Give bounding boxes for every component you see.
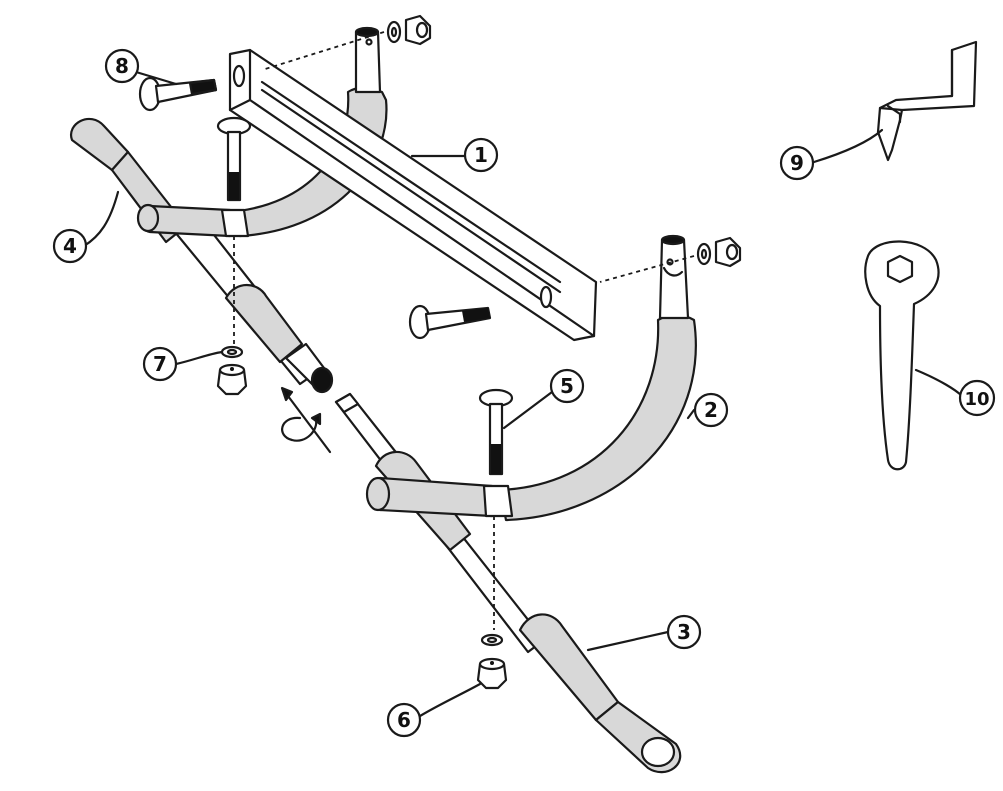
svg-text:8: 8 [115,54,129,78]
part-10-hex-wrench [864,240,940,471]
svg-text:4: 4 [63,234,77,258]
part-9-door-hook [876,40,978,162]
part-7-washer-nut [216,345,248,396]
part-4-left-bar [69,117,334,394]
callout-9: 9 [779,128,884,181]
callout-2: 2 [686,392,729,428]
callout-8: 8 [104,48,178,86]
svg-text:9: 9 [790,151,804,175]
svg-text:1: 1 [474,143,488,167]
svg-text:2: 2 [704,398,718,422]
callout-1: 1 [410,137,499,173]
guide-line-right-top [599,255,695,283]
callout-3: 3 [586,614,702,652]
part-1-mounting-bracket [228,48,598,342]
svg-text:5: 5 [560,374,574,398]
washer-nut-top-left [386,14,432,46]
callout-7: 7 [142,346,224,382]
callout-10: 10 [914,368,996,417]
callout-4: 4 [52,190,120,264]
svg-text:10: 10 [964,389,989,410]
bracket-bolt-lower [408,304,492,340]
part-8-carriage-bolt [138,76,218,112]
part-6-washer-nut [476,633,508,690]
svg-text:6: 6 [397,708,411,732]
guide-line-top [261,31,385,71]
svg-text:7: 7 [153,352,167,376]
part-3-right-bar [334,392,682,774]
part-5-vertical-bolt [478,388,514,476]
rotate-insert-arrow-icon [280,386,332,454]
svg-text:3: 3 [677,620,691,644]
vertical-bolt-left [216,116,252,202]
callout-5: 5 [502,368,585,430]
callout-6: 6 [386,682,482,738]
part-2-right-arm [498,234,697,522]
washer-nut-top-right [696,236,742,268]
